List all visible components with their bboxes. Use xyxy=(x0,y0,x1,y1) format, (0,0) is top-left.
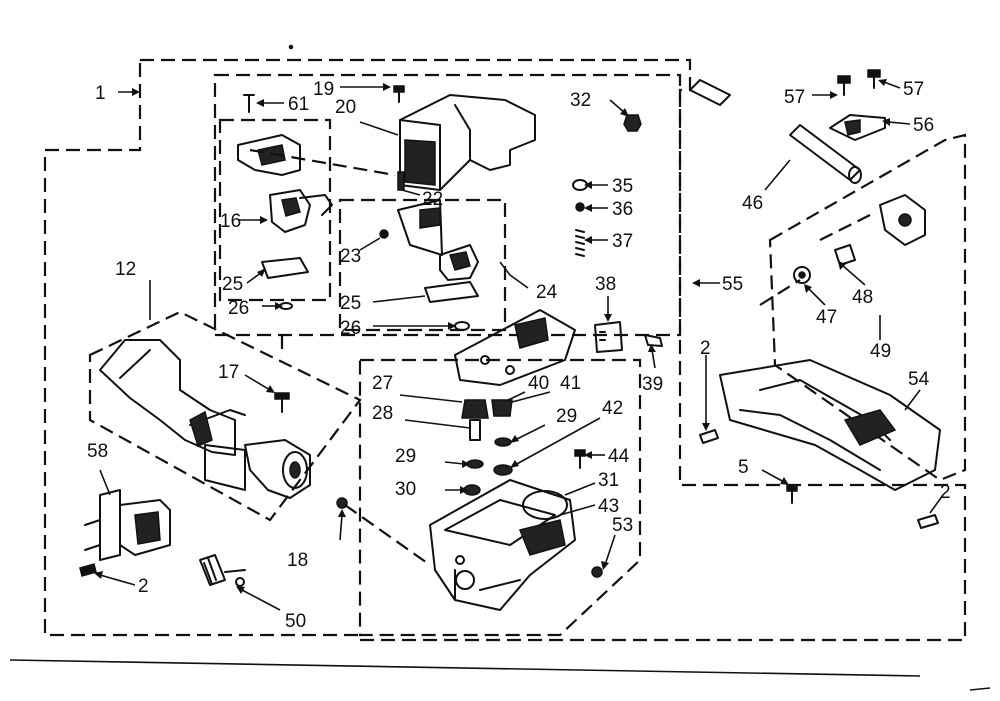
callout-2a: 2 xyxy=(138,576,149,597)
callout-39: 39 xyxy=(642,374,663,395)
callout-2c: 2 xyxy=(940,482,951,503)
callout-57b: 57 xyxy=(903,79,924,100)
callout-28: 28 xyxy=(372,403,393,424)
callout-31: 31 xyxy=(598,470,619,491)
callout-26a: 26 xyxy=(228,298,249,319)
parts-27-30-valve-stack xyxy=(461,399,489,496)
assembly-1-outline xyxy=(43,58,967,642)
scan-artifacts xyxy=(9,44,991,691)
part-61-screw xyxy=(243,94,255,113)
callout-26b: 26 xyxy=(340,318,361,339)
callout-54: 54 xyxy=(908,369,930,390)
pilot-bracket-outline xyxy=(338,198,507,332)
parts-56-57-clamp xyxy=(829,69,886,141)
callout-17: 17 xyxy=(218,362,239,383)
callout-22: 22 xyxy=(422,189,443,210)
callout-12: 12 xyxy=(115,259,136,280)
callout-35: 35 xyxy=(612,176,633,197)
callout-19: 19 xyxy=(313,79,334,100)
part-mounting-plate xyxy=(454,309,576,386)
callout-40: 40 xyxy=(528,373,549,394)
callout-1: 1 xyxy=(95,83,106,104)
parts-47-49-fitting xyxy=(793,194,926,284)
part-58-bracket xyxy=(84,489,171,561)
callout-5: 5 xyxy=(738,457,749,478)
part-54-bracket xyxy=(719,359,941,491)
callout-41: 41 xyxy=(560,373,581,394)
callout-24: 24 xyxy=(536,282,558,303)
part-12-burner xyxy=(99,339,311,499)
callout-48: 48 xyxy=(852,287,873,308)
callout-53: 53 xyxy=(612,515,633,536)
callout-58: 58 xyxy=(87,441,108,462)
part-32-nut xyxy=(623,114,642,132)
control-box-outline xyxy=(358,358,642,637)
leader-lines xyxy=(94,79,944,611)
callout-36: 36 xyxy=(612,199,633,220)
part-18-nut xyxy=(336,497,348,509)
part-38-39-connector xyxy=(594,321,663,353)
callout-2b: 2 xyxy=(700,338,711,359)
callout-46: 46 xyxy=(742,193,763,214)
small-valve-bracket-outline xyxy=(218,118,332,302)
part-20-cover xyxy=(399,94,536,191)
part-24-pilot-bracket xyxy=(424,244,479,331)
callout-42: 42 xyxy=(602,398,623,419)
callout-49: 49 xyxy=(870,341,891,362)
guide-lines xyxy=(249,148,871,566)
callout-25a: 25 xyxy=(222,274,243,295)
part-2-screw-left xyxy=(79,563,97,577)
callout-29b: 29 xyxy=(556,406,577,427)
callout-57a: 57 xyxy=(784,87,805,108)
callout-25b: 25 xyxy=(340,293,361,314)
callout-18: 18 xyxy=(287,550,308,571)
parts-40-42-valve xyxy=(491,399,513,476)
part-2-screws-right xyxy=(699,429,939,529)
callout-20: 20 xyxy=(335,97,356,118)
callout-61: 61 xyxy=(288,94,309,115)
callout-43: 43 xyxy=(598,496,619,517)
callout-47: 47 xyxy=(816,307,837,328)
part-25a-plate xyxy=(261,257,309,279)
part-46-tube xyxy=(689,79,862,184)
callout-37: 37 xyxy=(612,231,633,252)
part-16-valve-bracket xyxy=(237,134,333,233)
callout-38: 38 xyxy=(595,274,616,295)
callout-23: 23 xyxy=(340,246,361,267)
part-5-screw xyxy=(786,484,798,504)
part-44-screw xyxy=(574,449,586,469)
parts-35-37-spring-stack xyxy=(572,179,588,257)
part-19-screw xyxy=(393,85,405,103)
part-22-23-bracket xyxy=(379,171,443,256)
part-53-nut xyxy=(591,566,603,578)
part-31-43-gas-valve-body xyxy=(429,479,576,611)
callout-27: 27 xyxy=(372,373,393,394)
callout-16: 16 xyxy=(220,211,241,232)
callout-32: 32 xyxy=(570,90,591,111)
callout-55: 55 xyxy=(722,274,743,295)
callout-29a: 29 xyxy=(395,446,416,467)
group-outlines xyxy=(43,58,967,642)
callout-56: 56 xyxy=(913,115,934,136)
upper-subassembly-outline xyxy=(213,73,682,337)
callout-30: 30 xyxy=(395,479,416,500)
part-50-igniter xyxy=(199,554,246,587)
callout-labels: 1 61 19 20 32 22 16 23 24 25 26 25 26 35… xyxy=(87,79,951,632)
callout-44: 44 xyxy=(608,446,630,467)
callout-50: 50 xyxy=(285,611,306,632)
part-17-screw xyxy=(274,392,290,413)
